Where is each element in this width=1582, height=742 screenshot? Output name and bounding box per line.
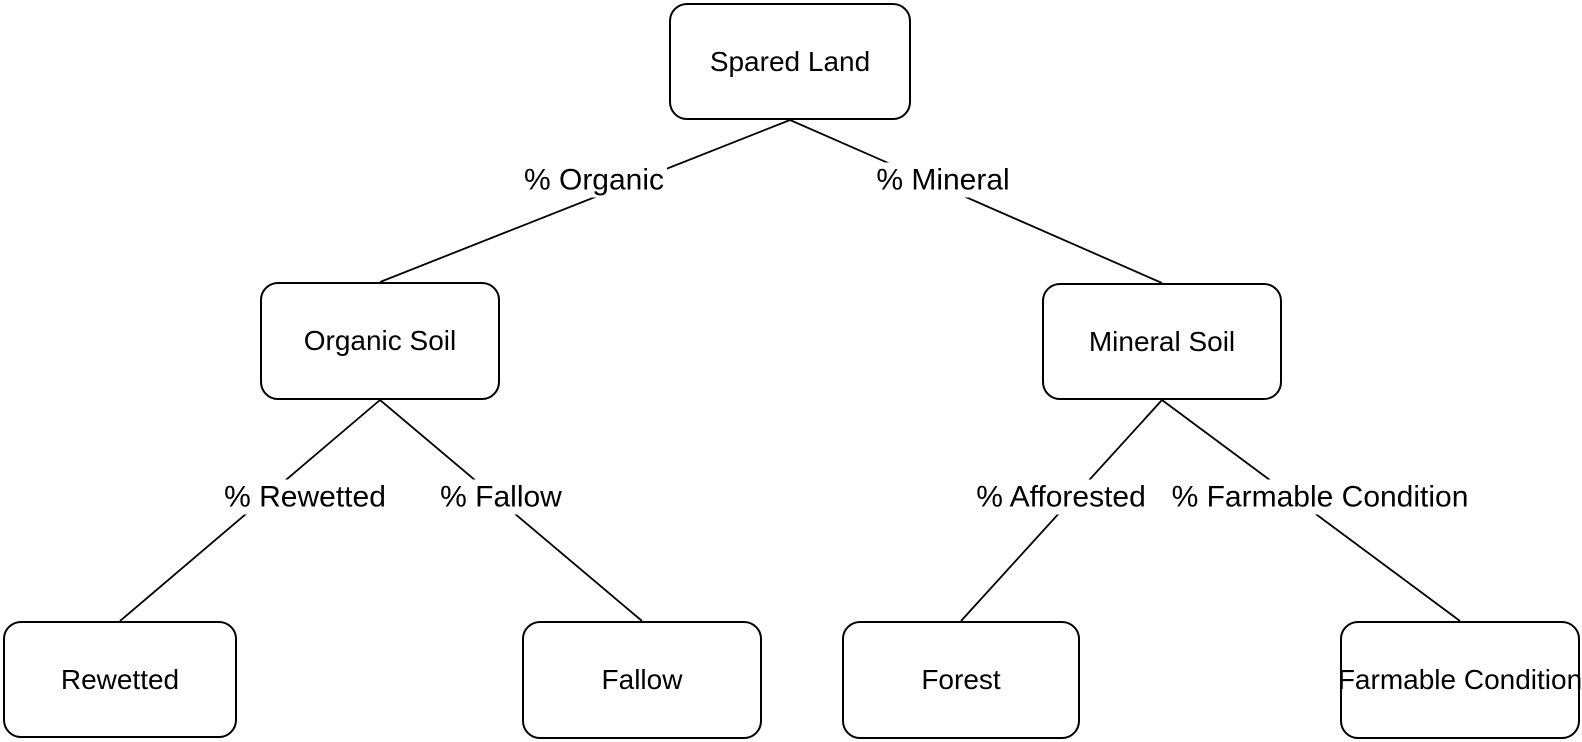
node-fallow: Fallow [522,621,762,739]
node-forest: Forest [842,621,1080,739]
node-spared-land-label: Spared Land [709,45,871,77]
node-mineral-soil: Mineral Soil [1042,283,1282,400]
node-forest-label: Forest [921,664,1001,695]
node-mineral-soil-label: Mineral Soil [1088,325,1236,357]
edge-label-organic: % Organic [520,162,668,198]
edge-line-mineral [789,119,1163,284]
edge-line-organic [379,119,791,283]
edge-label-farmable-condition: % Farmable Condition [1168,479,1472,515]
node-organic-soil-label: Organic Soil [303,325,457,356]
node-farmable-condition: Farmable Condition [1337,621,1582,739]
node-farmable-condition-label: Farmable Condition [1337,664,1582,695]
node-spared-land: Spared Land [669,3,911,120]
node-organic-soil: Organic Soil [260,282,500,400]
node-rewetted-label: Rewetted [60,663,180,695]
edge-label-mineral: % Mineral [873,162,1013,198]
node-fallow-label: Fallow [601,664,683,695]
edge-label-afforested: % Afforested [973,479,1149,515]
edge-label-rewetted: % Rewetted [221,479,389,515]
node-rewetted: Rewetted [3,621,237,738]
edge-label-fallow: % Fallow [437,479,565,515]
